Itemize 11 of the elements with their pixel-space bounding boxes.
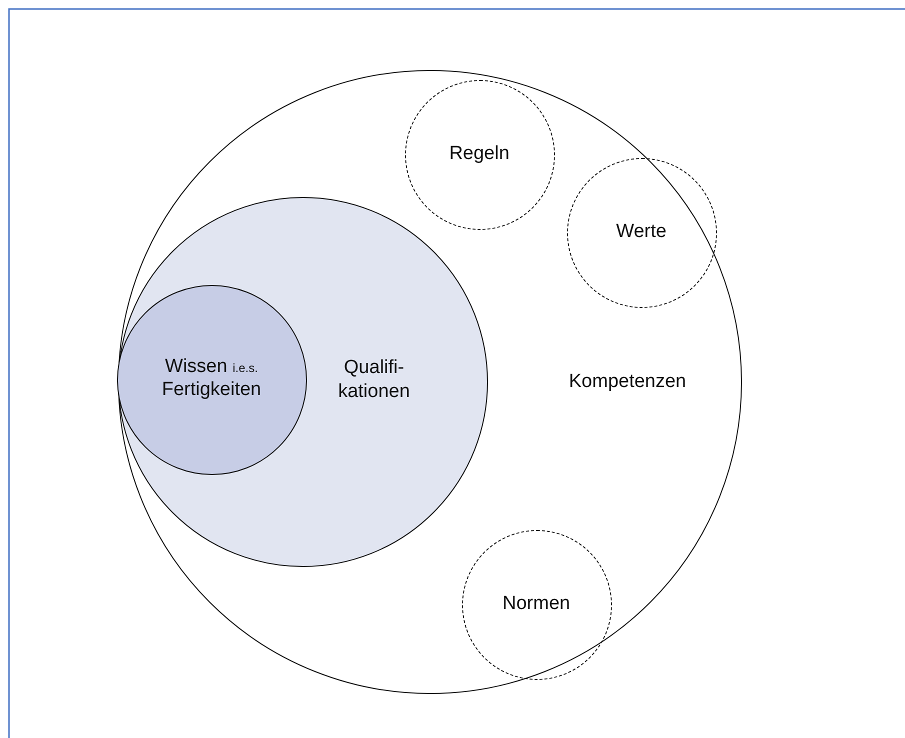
circle-label: Fertigkeiten bbox=[162, 379, 262, 400]
circle-label: Wissen bbox=[165, 356, 228, 376]
circle-label: Qualifi- kationen bbox=[337, 356, 411, 404]
circle-label: Normen bbox=[502, 592, 572, 616]
circle-label: Kompetenzen bbox=[568, 370, 688, 394]
circle-label: Regeln bbox=[448, 142, 510, 166]
annotation-label: i.e.s. bbox=[232, 360, 258, 374]
dashed-circle bbox=[404, 80, 554, 230]
dashed-circle bbox=[566, 158, 716, 308]
dashed-circle bbox=[462, 530, 612, 680]
circle-label: Werte bbox=[615, 220, 668, 244]
